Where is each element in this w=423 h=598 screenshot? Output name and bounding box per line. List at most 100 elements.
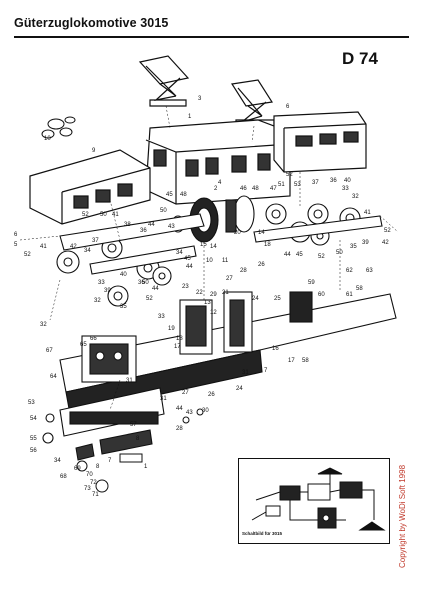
svg-text:31: 31: [126, 378, 133, 384]
svg-text:18: 18: [264, 242, 271, 248]
svg-text:50: 50: [336, 250, 343, 256]
svg-text:27: 27: [182, 390, 189, 396]
svg-text:5: 5: [14, 242, 18, 248]
inset-label: Schaltbild für 3015: [242, 531, 283, 536]
svg-text:14: 14: [258, 230, 265, 236]
svg-text:42: 42: [382, 240, 389, 246]
svg-text:41: 41: [112, 212, 119, 218]
svg-text:1: 1: [188, 114, 192, 120]
svg-text:38: 38: [124, 222, 131, 228]
svg-text:50: 50: [142, 280, 149, 286]
svg-text:68: 68: [60, 474, 67, 480]
svg-text:20: 20: [234, 230, 241, 236]
svg-text:9: 9: [92, 148, 96, 154]
svg-text:6: 6: [286, 104, 290, 110]
svg-text:61: 61: [346, 292, 353, 298]
svg-text:41: 41: [40, 244, 47, 250]
svg-text:51: 51: [278, 182, 285, 188]
svg-text:8: 8: [96, 464, 100, 470]
svg-text:64: 64: [50, 374, 57, 380]
svg-text:31: 31: [160, 396, 167, 402]
svg-text:31: 31: [242, 370, 249, 376]
svg-text:39: 39: [362, 240, 369, 246]
pantograph-right: [231, 79, 275, 127]
svg-text:1: 1: [144, 464, 148, 470]
svg-text:7: 7: [108, 458, 112, 464]
svg-text:65: 65: [80, 342, 87, 348]
svg-text:36: 36: [330, 178, 337, 184]
svg-text:52: 52: [384, 228, 391, 234]
front-hood: [29, 149, 151, 225]
svg-text:53: 53: [28, 400, 35, 406]
copyright-note: Copyright by WoDi Soft 1998: [398, 464, 407, 568]
svg-text:48: 48: [252, 186, 259, 192]
svg-text:22: 22: [196, 290, 203, 296]
svg-text:45: 45: [296, 252, 303, 258]
svg-text:8: 8: [136, 436, 140, 442]
svg-text:54: 54: [30, 416, 37, 422]
svg-text:17: 17: [174, 344, 181, 350]
svg-text:17: 17: [288, 358, 295, 364]
svg-text:47: 47: [270, 186, 277, 192]
svg-text:50: 50: [100, 212, 107, 218]
svg-text:62: 62: [346, 268, 353, 274]
svg-text:58: 58: [302, 358, 309, 364]
motor-assembly: [171, 195, 255, 243]
svg-text:34: 34: [176, 250, 183, 256]
svg-text:40: 40: [120, 272, 127, 278]
svg-text:27: 27: [226, 276, 233, 282]
buffer-beam: [42, 387, 165, 455]
svg-text:32: 32: [352, 194, 359, 200]
svg-text:12: 12: [210, 310, 217, 316]
svg-text:25: 25: [274, 296, 281, 302]
svg-text:23: 23: [182, 284, 189, 290]
svg-text:37: 37: [312, 180, 319, 186]
svg-text:69: 69: [74, 466, 81, 472]
cab-body: [145, 119, 291, 205]
svg-text:44: 44: [284, 252, 291, 258]
svg-text:10: 10: [44, 136, 51, 142]
svg-text:43: 43: [168, 224, 175, 230]
pantograph-left: [138, 55, 190, 107]
svg-text:39: 39: [104, 288, 111, 294]
svg-text:52: 52: [146, 296, 153, 302]
svg-text:35: 35: [350, 244, 357, 250]
svg-text:24: 24: [252, 296, 259, 302]
svg-text:56: 56: [30, 448, 37, 454]
svg-text:57: 57: [130, 422, 137, 428]
svg-text:36: 36: [138, 280, 145, 286]
rear-hood: [273, 111, 367, 173]
svg-text:14: 14: [210, 244, 217, 250]
svg-text:45: 45: [184, 256, 191, 262]
svg-text:40: 40: [344, 178, 351, 184]
svg-text:32: 32: [40, 322, 47, 328]
svg-text:41: 41: [364, 210, 371, 216]
svg-text:24: 24: [236, 386, 243, 392]
svg-text:48: 48: [180, 192, 187, 198]
svg-text:63: 63: [366, 268, 373, 274]
svg-text:33: 33: [98, 280, 105, 286]
part-number-labels: 3 1 6 9 10 4 2 52 53 51 37 36 40 33 32 4…: [14, 96, 391, 498]
svg-text:28: 28: [176, 426, 183, 432]
page-title: Güterzuglokomotive 3015: [14, 16, 169, 30]
assembly-lines: [19, 105, 399, 411]
svg-text:72: 72: [90, 480, 97, 486]
inset-frame: [238, 458, 390, 544]
svg-text:58: 58: [356, 286, 363, 292]
svg-text:34: 34: [54, 458, 61, 464]
svg-text:60: 60: [318, 292, 325, 298]
svg-text:66: 66: [90, 336, 97, 342]
svg-text:55: 55: [30, 436, 37, 442]
svg-text:37: 37: [92, 238, 99, 244]
svg-text:21: 21: [222, 290, 229, 296]
svg-text:44: 44: [186, 264, 193, 270]
motor-block: [81, 335, 137, 383]
svg-text:26: 26: [258, 262, 265, 268]
svg-text:45: 45: [166, 192, 173, 198]
svg-text:52: 52: [24, 252, 31, 258]
svg-text:46: 46: [240, 186, 247, 192]
svg-text:16: 16: [272, 346, 279, 352]
parts-cluster-top-left: [41, 116, 76, 139]
svg-text:52: 52: [318, 254, 325, 260]
